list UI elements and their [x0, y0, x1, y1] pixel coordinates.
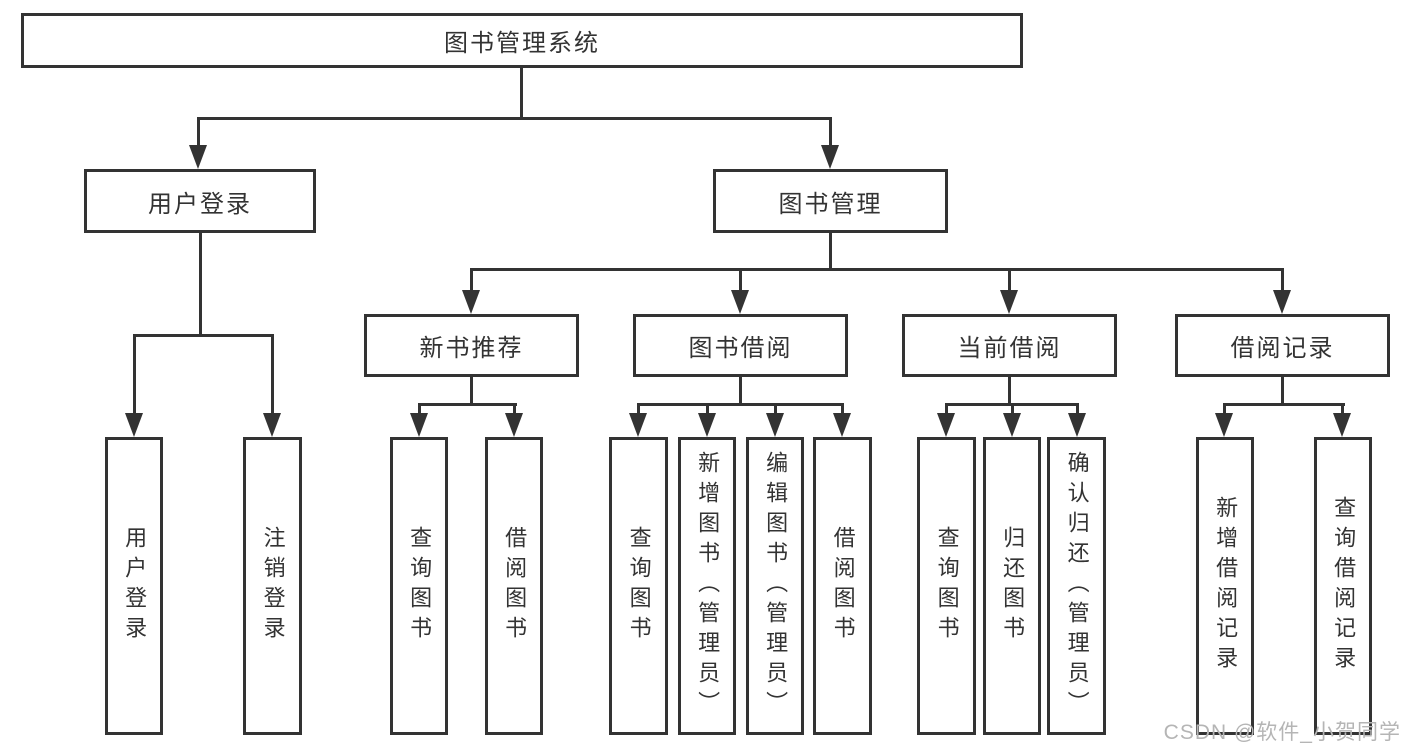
leaf-label: 归还图书 — [1000, 526, 1026, 646]
arrow-down-icon — [410, 413, 428, 437]
arrow-down-icon — [263, 413, 281, 437]
leaf-add-borrow-record: 新增借阅记录 — [1196, 437, 1254, 735]
leaf-label: 借阅图书 — [502, 526, 528, 646]
arrow-down-icon — [766, 413, 784, 437]
connector-line — [1008, 377, 1011, 406]
leaf-label: 借阅图书 — [830, 526, 856, 646]
node-label: 新书推荐 — [419, 335, 524, 362]
connector-line — [1011, 405, 1014, 417]
leaf-label: 查询图书 — [407, 526, 433, 646]
leaf-edit-books-admin: 编辑图书（管理员） — [746, 437, 804, 735]
node-new-book-recommendation: 新书推荐 — [364, 314, 579, 377]
watermark: CSDN @软件_小贺同学 — [1163, 721, 1401, 744]
connector-line — [197, 119, 200, 149]
leaf-label: 确认归还（管理员） — [1064, 451, 1090, 721]
arrow-down-icon — [125, 413, 143, 437]
leaf-label: 查询图书 — [934, 526, 960, 646]
connector-line — [945, 405, 948, 417]
node-user-login: 用户登录 — [84, 169, 316, 233]
arrow-down-icon — [937, 413, 955, 437]
arrow-down-icon — [505, 413, 523, 437]
connector-line — [513, 405, 516, 417]
connector-line — [739, 377, 742, 406]
arrow-down-icon — [1273, 290, 1291, 314]
connector-line — [706, 405, 709, 417]
leaf-borrow-books: 借阅图书 — [813, 437, 872, 735]
connector-line — [637, 405, 640, 417]
arrow-down-icon — [189, 145, 207, 169]
connector-line — [133, 334, 274, 337]
connector-line — [470, 268, 1284, 271]
node-current-borrowing: 当前借阅 — [902, 314, 1117, 377]
connector-line — [739, 270, 742, 294]
connector-line — [470, 377, 473, 406]
connector-line — [197, 117, 832, 120]
connector-line — [637, 403, 844, 406]
connector-line — [520, 68, 523, 120]
leaf-query-borrow-record: 查询借阅记录 — [1314, 437, 1372, 735]
connector-line — [774, 405, 777, 417]
connector-line — [271, 336, 274, 417]
node-book-management: 图书管理 — [713, 169, 948, 233]
arrow-down-icon — [1003, 413, 1021, 437]
connector-line — [945, 403, 1079, 406]
arrow-down-icon — [698, 413, 716, 437]
connector-line — [841, 405, 844, 417]
connector-line — [1008, 270, 1011, 294]
arrow-down-icon — [1215, 413, 1233, 437]
leaf-borrow-books: 借阅图书 — [485, 437, 543, 735]
leaf-label: 新增借阅记录 — [1213, 496, 1239, 676]
arrow-down-icon — [833, 413, 851, 437]
connector-line — [1281, 270, 1284, 294]
arrow-down-icon — [629, 413, 647, 437]
node-label: 图书管理系统 — [444, 30, 600, 57]
connector-line — [133, 336, 136, 417]
arrow-down-icon — [1000, 290, 1018, 314]
leaf-logout-login: 注销登录 — [243, 437, 302, 735]
leaf-label: 用户登录 — [122, 526, 148, 646]
node-label: 图书借阅 — [688, 335, 793, 362]
connector-line — [418, 403, 517, 406]
leaf-return-books: 归还图书 — [983, 437, 1041, 735]
leaf-user-login: 用户登录 — [105, 437, 163, 735]
leaf-label: 查询借阅记录 — [1331, 496, 1357, 676]
arrow-down-icon — [821, 145, 839, 169]
node-label: 借阅记录 — [1230, 335, 1335, 362]
connector-line — [1341, 405, 1344, 417]
arrow-down-icon — [731, 290, 749, 314]
arrow-down-icon — [1333, 413, 1351, 437]
node-label: 图书管理 — [778, 190, 883, 218]
leaf-query-books: 查询图书 — [390, 437, 448, 735]
leaf-label: 新增图书（管理员） — [695, 451, 721, 721]
connector-line — [470, 270, 473, 294]
connector-line — [829, 233, 832, 271]
arrow-down-icon — [462, 290, 480, 314]
connector-line — [199, 233, 202, 337]
connector-line — [1223, 405, 1226, 417]
connector-line — [418, 405, 421, 417]
connector-line — [1281, 377, 1284, 406]
arrow-down-icon — [1068, 413, 1086, 437]
node-borrowing-records: 借阅记录 — [1175, 314, 1390, 377]
node-library-management-system: 图书管理系统 — [21, 13, 1023, 68]
node-label: 用户登录 — [148, 190, 252, 218]
connector-line — [1076, 405, 1079, 417]
leaf-query-books: 查询图书 — [917, 437, 976, 735]
leaf-confirm-return-admin: 确认归还（管理员） — [1047, 437, 1106, 735]
leaf-label: 查询图书 — [626, 526, 652, 646]
node-book-borrowing: 图书借阅 — [633, 314, 848, 377]
node-label: 当前借阅 — [957, 335, 1062, 362]
leaf-add-books-admin: 新增图书（管理员） — [678, 437, 736, 735]
leaf-label: 编辑图书（管理员） — [763, 451, 789, 721]
connector-line — [1223, 403, 1345, 406]
leaf-query-books: 查询图书 — [609, 437, 668, 735]
leaf-label: 注销登录 — [260, 526, 286, 646]
connector-line — [829, 119, 832, 149]
